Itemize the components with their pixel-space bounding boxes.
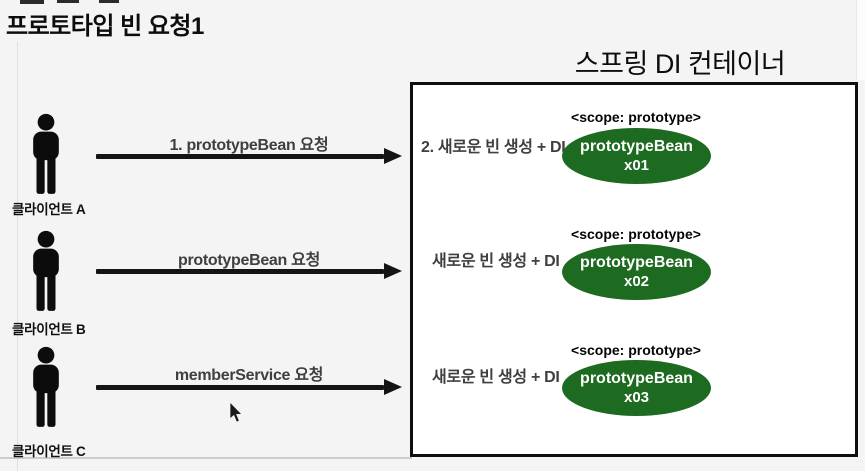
bean-instance: x02 [623, 272, 650, 290]
client-label: 클라이언트 C [12, 444, 86, 459]
right-arrow-icon [96, 148, 402, 164]
bean-instance: x03 [623, 388, 650, 406]
person-icon [33, 230, 59, 311]
arrow-shaft [96, 268, 384, 274]
arrow-head [384, 379, 402, 395]
right-edge-strip [856, 0, 865, 80]
page-title: 프로토타입 빈 요청1 [6, 13, 204, 40]
bean-name: prototypeBean [580, 254, 693, 272]
arrow-shaft [96, 384, 384, 390]
text-remnant-mark [20, 0, 44, 4]
client-label: 클라이언트 A [12, 202, 86, 217]
scope-label: <scope: prototype> [571, 109, 701, 125]
client-label: 클라이언트 B [12, 322, 86, 337]
bean-creation-note: 새로운 빈 생성 + DI [432, 369, 560, 386]
left-edge-line [17, 42, 18, 471]
text-remnant-mark [99, 0, 119, 3]
di-container-title: 스프링 DI 컨테이너 [574, 49, 786, 79]
bean-name: prototypeBean [580, 138, 693, 156]
bottom-edge-line [0, 457, 412, 459]
scope-label: <scope: prototype> [571, 226, 701, 242]
person-icon [33, 113, 59, 194]
bean-instance: x01 [623, 156, 650, 174]
person-icon [33, 346, 59, 427]
arrow-shaft [96, 153, 384, 159]
request-arrow-label: memberService 요청 [174, 367, 324, 384]
right-arrow-icon [96, 379, 402, 395]
request-arrow-label: 1. prototypeBean 요청 [169, 137, 329, 154]
mouse-cursor-icon [229, 402, 244, 423]
bean-ellipse: prototypeBean x02 [562, 244, 711, 300]
text-remnant-mark [57, 0, 79, 3]
bean-ellipse: prototypeBean x01 [562, 128, 711, 184]
scope-label: <scope: prototype> [571, 342, 701, 358]
bean-ellipse: prototypeBean x03 [562, 360, 711, 416]
bean-creation-note: 2. 새로운 빈 생성 + DI [421, 139, 566, 156]
arrow-head [384, 263, 402, 279]
request-arrow-label: prototypeBean 요청 [178, 252, 320, 269]
arrow-head [384, 148, 402, 164]
bean-name: prototypeBean [580, 370, 693, 388]
bean-creation-note: 새로운 빈 생성 + DI [432, 253, 560, 270]
right-arrow-icon [96, 263, 402, 279]
